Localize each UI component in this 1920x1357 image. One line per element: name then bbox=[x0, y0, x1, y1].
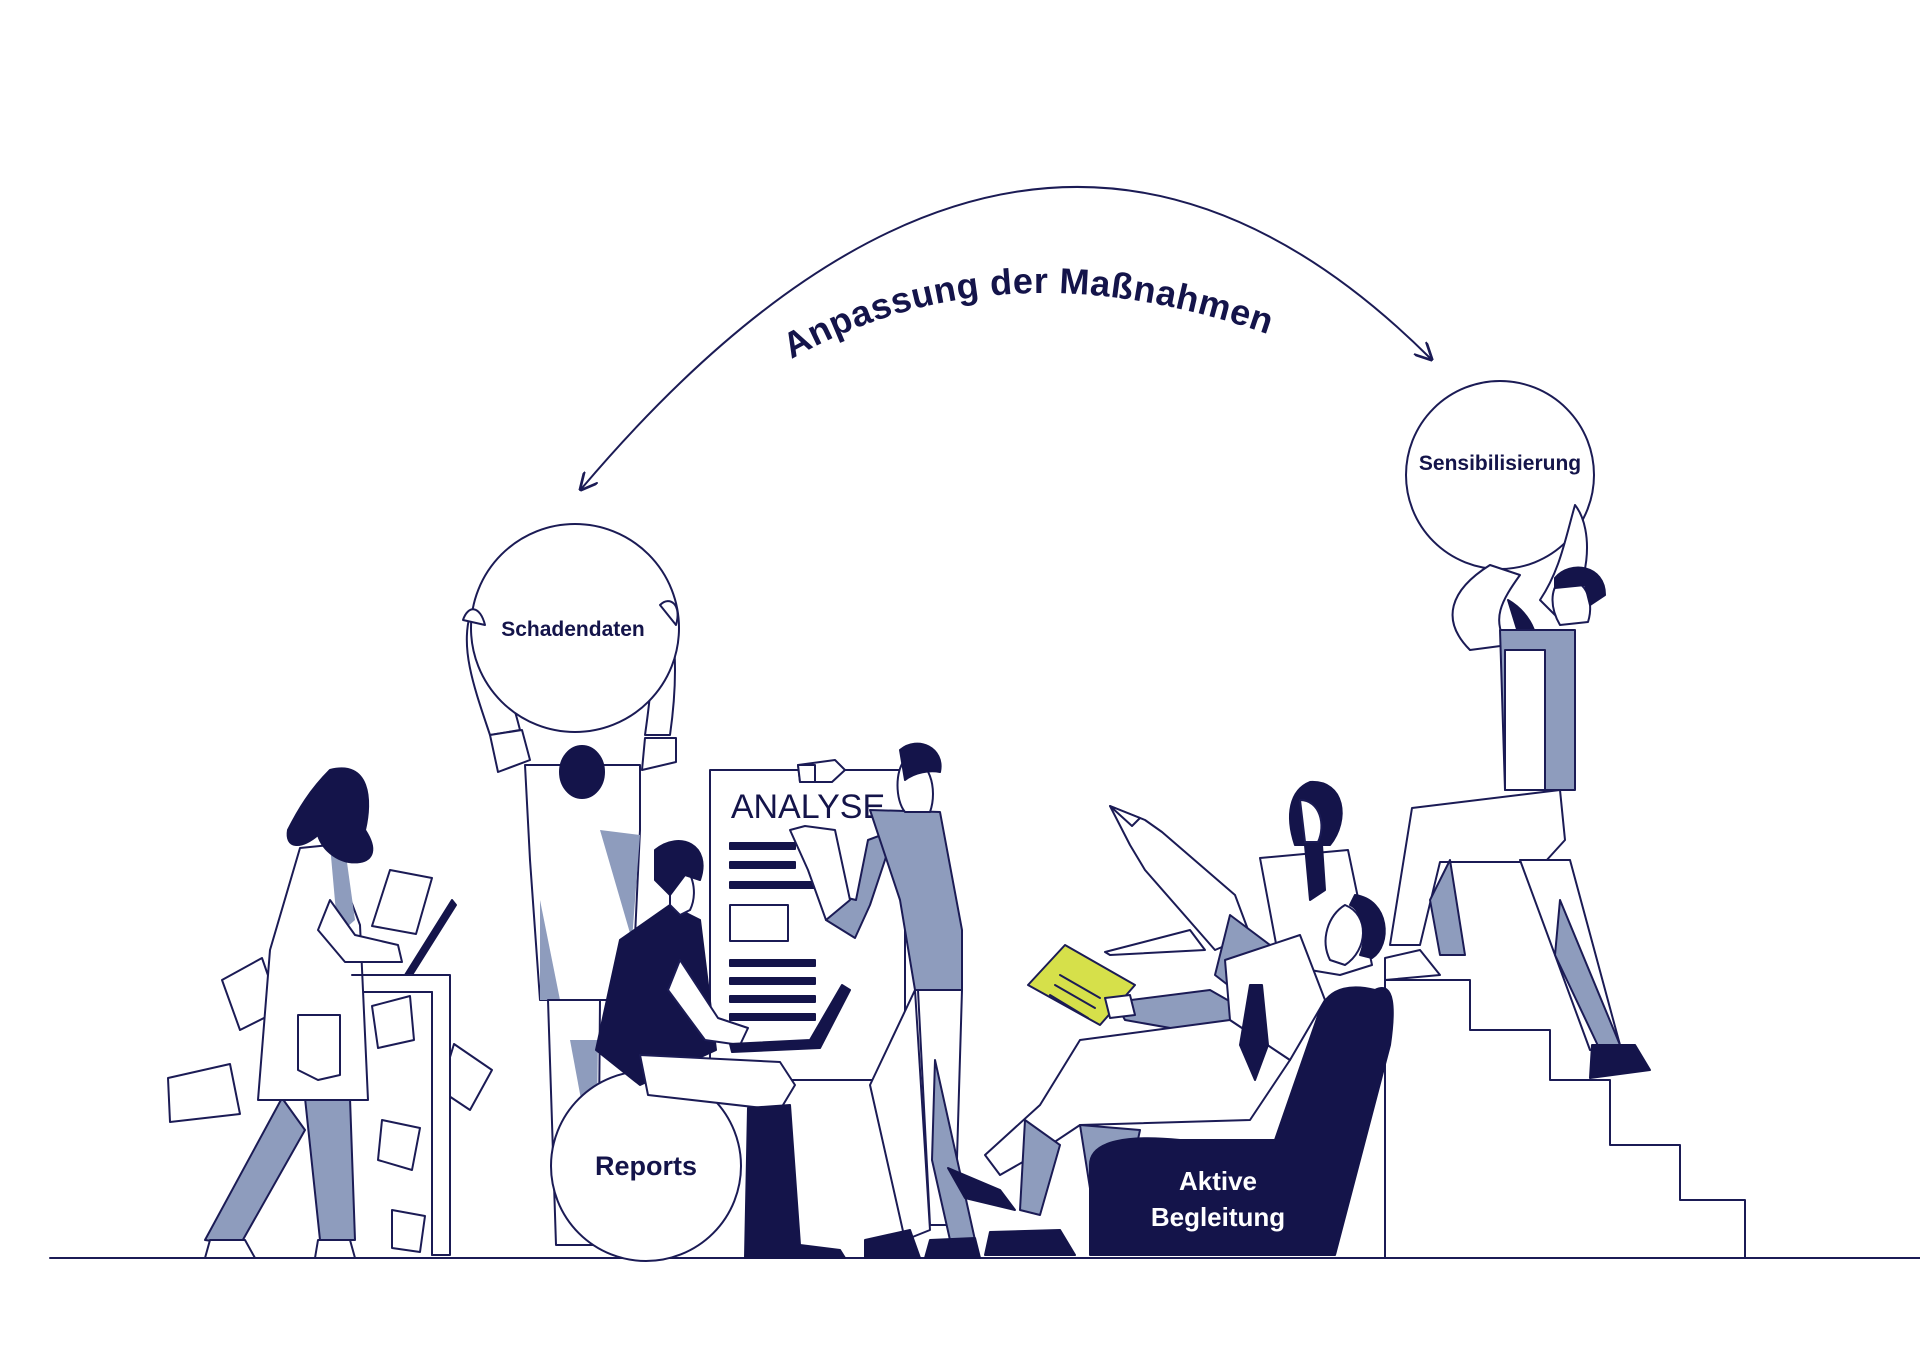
person-laptop-woman bbox=[167, 767, 493, 1259]
armchair bbox=[1089, 986, 1394, 1256]
flying-paper bbox=[167, 1063, 241, 1123]
flying-paper bbox=[377, 1119, 421, 1171]
feedback-arrow bbox=[582, 186, 1430, 488]
staircase bbox=[1384, 979, 1746, 1259]
person-holding-ball: Schadendaten bbox=[462, 523, 680, 1246]
flying-paper bbox=[391, 1209, 426, 1253]
label-schadendaten: Schadendaten bbox=[501, 618, 645, 641]
label-aktive-line1: Aktive bbox=[1179, 1166, 1257, 1196]
person-on-ball: Reports bbox=[550, 840, 851, 1262]
flying-paper bbox=[371, 995, 415, 1049]
label-reports: Reports bbox=[595, 1151, 697, 1181]
label-aktive-line2: Begleitung bbox=[1151, 1202, 1285, 1232]
person-in-armchair: Aktive Begleitung bbox=[947, 894, 1394, 1256]
label-sensibilisierung: Sensibilisierung bbox=[1419, 452, 1581, 475]
person-climbing-stairs: Sensibilisierung bbox=[1384, 380, 1651, 1079]
diagram-title: Anpassung der Maßnahmen bbox=[776, 260, 1279, 366]
ball-schadendaten bbox=[470, 523, 680, 733]
person-presenter bbox=[789, 742, 981, 1259]
board-title: ANALYSE bbox=[731, 788, 885, 826]
